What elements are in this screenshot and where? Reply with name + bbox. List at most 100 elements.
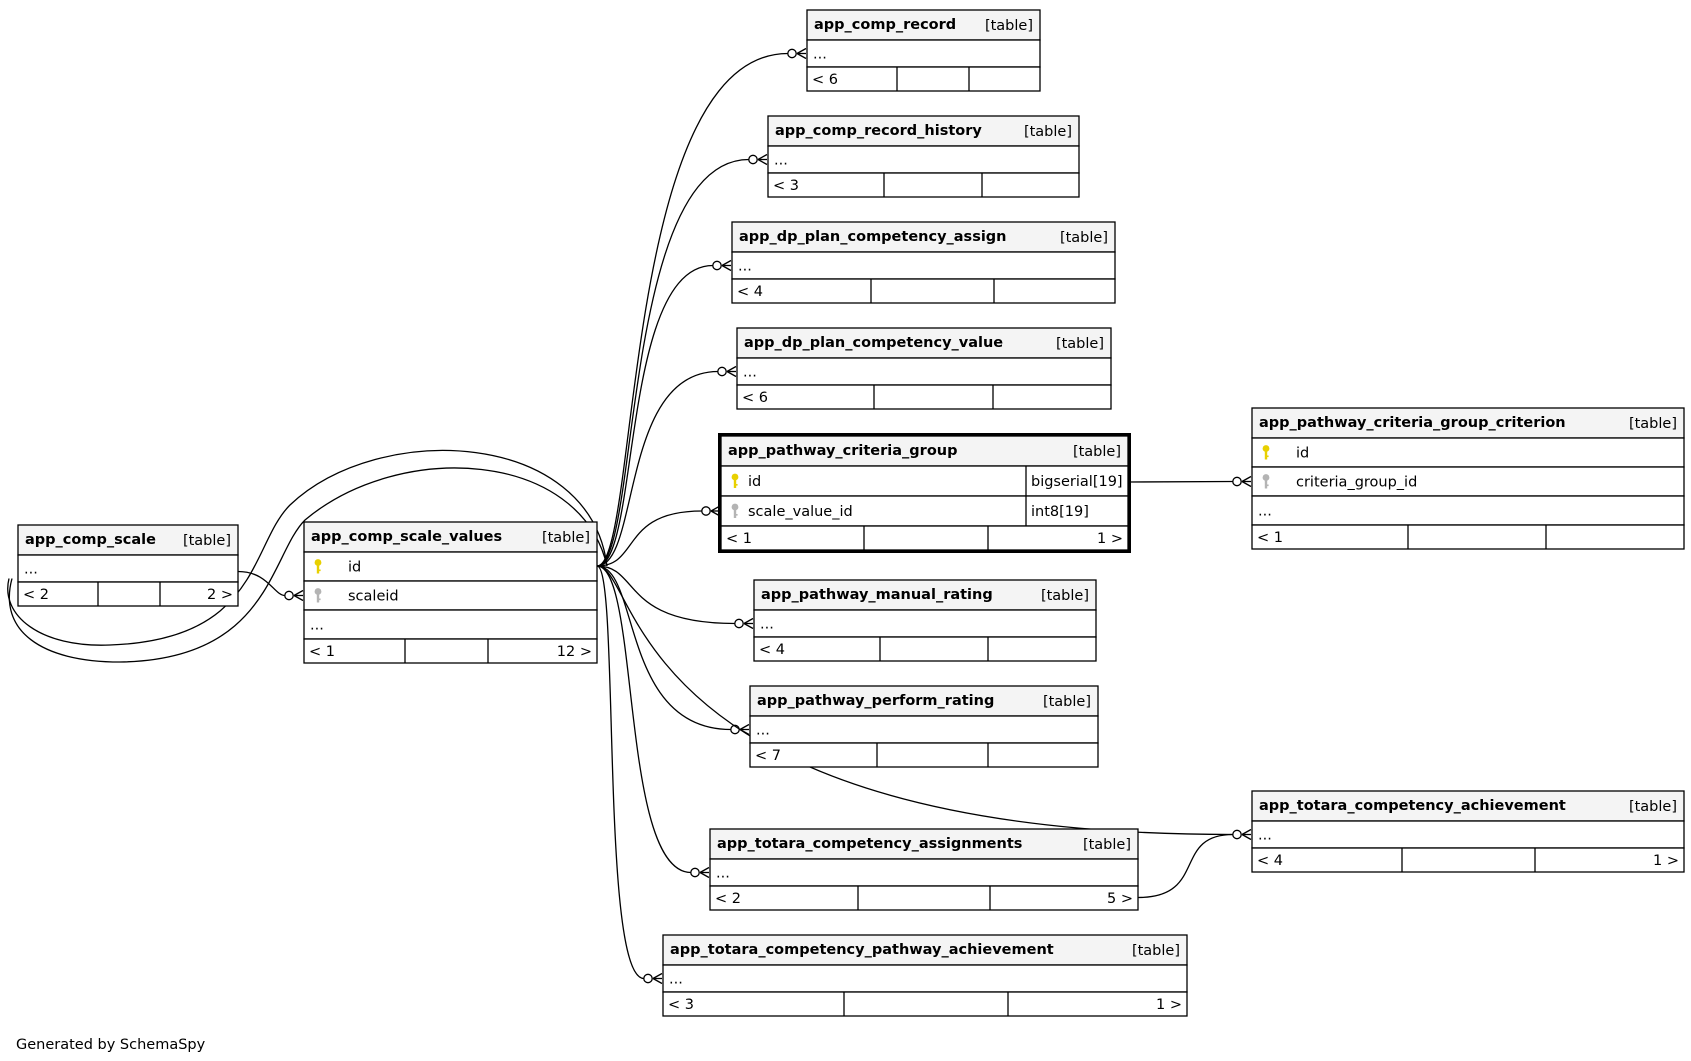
table-name[interactable]: app_pathway_manual_rating: [761, 587, 993, 603]
table-app-comp-record[interactable]: app_comp_record[table]...< 6: [806, 9, 1041, 92]
relationship-line: [596, 565, 1234, 836]
column-row[interactable]: [806, 39, 1041, 68]
table-header: [767, 115, 1080, 147]
column-name: ...: [760, 617, 774, 633]
table-app-dp-plan-competency-assign[interactable]: app_dp_plan_competency_assign [table]... <…: [731, 221, 1116, 304]
column-row[interactable]: [720, 465, 1129, 497]
column-row[interactable]: [767, 145, 1080, 174]
tables-layer: app_comp_record[table]...< 6app_comp_rec…: [17, 9, 1685, 1017]
column-name: criteria_group_id: [1296, 475, 1417, 491]
column-row[interactable]: [17, 554, 239, 583]
column-row[interactable]: [303, 609, 598, 640]
parent-count-link[interactable]: < 4: [737, 284, 763, 300]
table-app-totara-competency-achievement[interactable]: app_totara_competency_achievement [table]…: [1251, 790, 1685, 873]
table-name[interactable]: app_comp_record_history: [775, 123, 982, 139]
table-kind-label: [table]: [1629, 799, 1677, 815]
relationship-count-row: [767, 172, 1080, 198]
table-kind-label: [table]: [1043, 694, 1091, 710]
parent-count-link[interactable]: < 1: [309, 644, 335, 660]
table-name[interactable]: app_comp_scale_values: [311, 529, 502, 545]
table-name[interactable]: app_dp_plan_competency_value: [744, 335, 1003, 351]
column-row[interactable]: [303, 580, 598, 611]
foreign-key-icon: [1262, 474, 1270, 489]
table-header: [731, 221, 1116, 253]
relationship-line: [596, 370, 719, 567]
column-row[interactable]: [736, 357, 1112, 386]
column-name: scale_value_id: [748, 504, 853, 520]
table-kind-label: [table]: [1060, 230, 1108, 246]
parent-count-link[interactable]: < 2: [715, 891, 741, 907]
table-name[interactable]: app_totara_competency_assignments: [717, 836, 1022, 852]
parent-count-link[interactable]: < 7: [755, 748, 781, 764]
relationship-count-row: [749, 742, 1099, 768]
table-app-dp-plan-competency-value[interactable]: app_dp_plan_competency_value[table]...< …: [736, 327, 1112, 410]
parent-count-link[interactable]: < 4: [759, 642, 785, 658]
table-app-totara-competency-assignments[interactable]: app_totara_competency_assignments[table]…: [709, 828, 1139, 911]
parent-count-link[interactable]: < 6: [742, 390, 768, 406]
table-header: [303, 521, 598, 553]
column-row[interactable]: [753, 609, 1097, 638]
many-optional-marker: [701, 505, 721, 517]
child-count-link[interactable]: 1 >: [1653, 853, 1679, 869]
column-name: scaleid: [348, 589, 399, 605]
column-name: ...: [310, 618, 324, 634]
foreign-key-icon: [731, 503, 739, 518]
table-name[interactable]: app_totara_competency_pathway_achievemen…: [670, 942, 1054, 958]
column-name: ...: [1258, 504, 1272, 520]
column-name: ...: [738, 259, 752, 275]
relationship-line: [596, 158, 750, 567]
table-name[interactable]: app_pathway_perform_rating: [757, 693, 994, 709]
table-name[interactable]: app_pathway_criteria_group: [728, 443, 957, 459]
table-app-totara-competency-pathway-achievement[interactable]: app_totara_competency_pathway_achievemen…: [662, 934, 1188, 1017]
table-app-pathway-manual-rating[interactable]: app_pathway_manual_rating[table]...< 4: [753, 579, 1097, 662]
parent-count-link[interactable]: < 1: [726, 531, 752, 547]
child-count-link[interactable]: 2 >: [207, 587, 233, 603]
parent-count-link[interactable]: < 3: [773, 178, 799, 194]
child-count-link[interactable]: 5 >: [1107, 891, 1133, 907]
column-row[interactable]: [1251, 466, 1685, 497]
column-row[interactable]: [1251, 495, 1685, 526]
relationship-line: [596, 264, 714, 567]
relationship-count-row: [731, 278, 1116, 304]
column-row[interactable]: [303, 551, 598, 582]
table-kind-label: [table]: [1629, 416, 1677, 432]
column-row[interactable]: [731, 251, 1116, 280]
table-name[interactable]: app_comp_record: [814, 17, 956, 33]
column-type: int8[19]: [1031, 504, 1089, 520]
parent-count-link[interactable]: < 4: [1257, 853, 1283, 869]
parent-count-link[interactable]: < 6: [812, 72, 838, 88]
relationship-line: [7, 449, 608, 646]
relationship-count-row: [303, 638, 598, 664]
column-row[interactable]: [1251, 437, 1685, 468]
table-app-comp-scale-values[interactable]: app_comp_scale_values[table]idscaleid...…: [303, 521, 598, 664]
child-count-link[interactable]: 1 >: [1156, 997, 1182, 1013]
relationship-count-row: [753, 636, 1097, 662]
column-name: id: [1296, 446, 1309, 462]
parent-count-link[interactable]: < 1: [1257, 530, 1283, 546]
primary-key-icon: [314, 559, 322, 574]
relationship-line: [1137, 833, 1234, 899]
table-name[interactable]: app_pathway_criteria_group_criterion: [1259, 415, 1566, 431]
column-row[interactable]: [709, 858, 1139, 887]
table-app-pathway-criteria-group-criterion[interactable]: app_pathway_criteria_group_criterion [tab…: [1251, 407, 1685, 550]
column-name: ...: [743, 365, 757, 381]
parent-count-link[interactable]: < 3: [668, 997, 694, 1013]
many-optional-marker: [1232, 475, 1252, 488]
relationship-count-row: [17, 581, 239, 607]
column-row[interactable]: [662, 964, 1188, 993]
parent-count-link[interactable]: < 2: [23, 587, 49, 603]
column-name: ...: [774, 153, 788, 169]
child-count-link[interactable]: 1 >: [1097, 531, 1123, 547]
column-name: id: [348, 560, 361, 576]
child-count-link[interactable]: 12 >: [557, 644, 592, 660]
table-app-comp-record-history[interactable]: app_comp_record_history[table]...< 3: [767, 115, 1080, 198]
table-name[interactable]: app_dp_plan_competency_assign: [739, 229, 1007, 245]
table-app-pathway-perform-rating[interactable]: app_pathway_perform_rating[table]...< 7: [749, 685, 1099, 768]
column-row[interactable]: [749, 715, 1099, 744]
table-name[interactable]: app_totara_competency_achievement: [1259, 798, 1566, 814]
column-row[interactable]: [1251, 820, 1685, 849]
table-name[interactable]: app_comp_scale: [25, 532, 156, 548]
column-name: ...: [1258, 828, 1272, 844]
